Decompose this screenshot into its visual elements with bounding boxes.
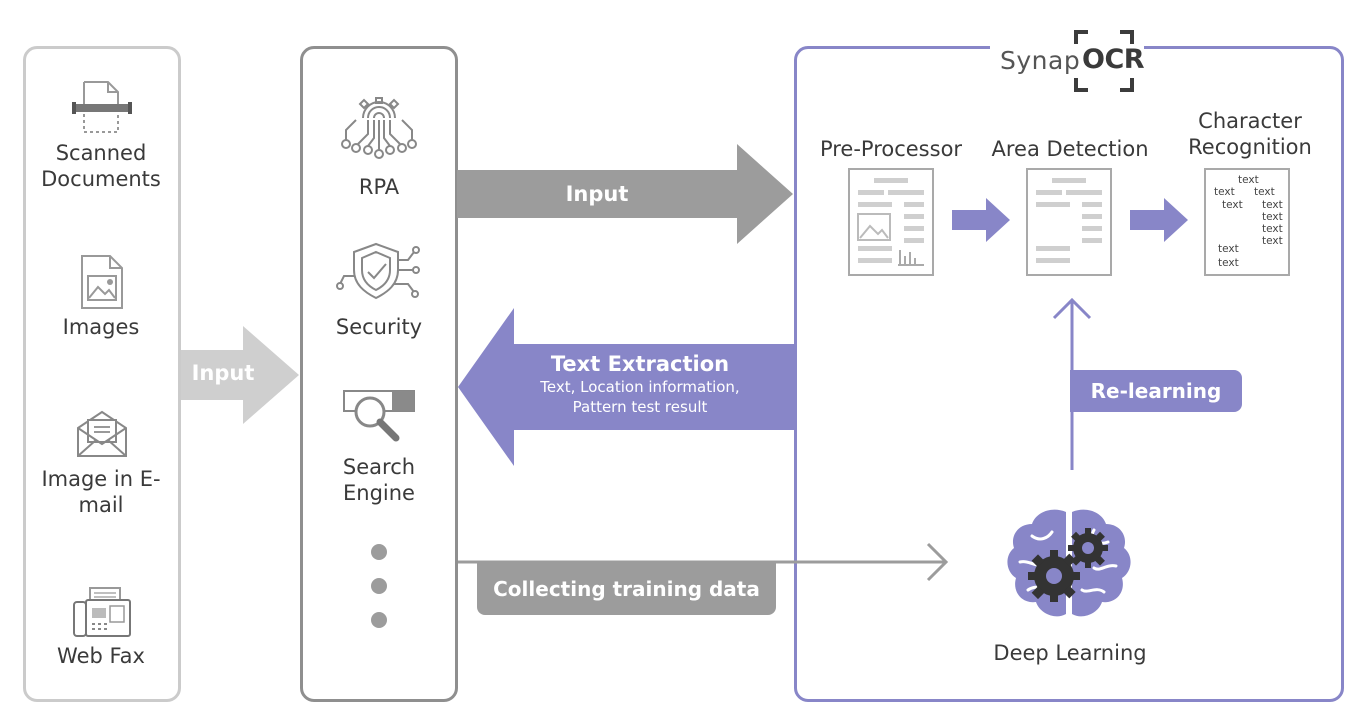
step-character-recognition-label: Character Recognition bbox=[1188, 109, 1312, 159]
system-security-label: Security bbox=[335, 315, 423, 339]
collecting-line-arrow bbox=[458, 542, 949, 582]
text-extraction-line1: Text, Location information, bbox=[540, 378, 740, 396]
step-preprocessor-label: Pre-Processor bbox=[819, 137, 963, 161]
system-search-label: Search Engine bbox=[342, 455, 416, 505]
logo-prefix: Synap bbox=[1000, 46, 1081, 75]
character-recognition-document bbox=[1204, 168, 1290, 276]
input-arrow-top-label: Input bbox=[565, 182, 629, 206]
recognized-text-7: text bbox=[1262, 223, 1283, 235]
recognized-text-5: text bbox=[1262, 199, 1283, 211]
recognized-text-10: text bbox=[1218, 257, 1239, 269]
recognized-text-3: text bbox=[1254, 186, 1275, 198]
input-arrow-left-label: Input bbox=[191, 361, 255, 385]
ellipsis-dot-3 bbox=[371, 612, 387, 628]
source-scanned-label: Scanned Documents bbox=[41, 141, 161, 191]
text-extraction-arrow bbox=[458, 308, 795, 466]
source-email-text: Image in E-mail bbox=[41, 467, 161, 517]
security-shield-icon bbox=[336, 242, 420, 300]
source-email-label: Image in E-mail bbox=[36, 466, 166, 518]
ellipsis-dot-2 bbox=[371, 578, 387, 594]
text-extraction-title: Text Extraction bbox=[550, 352, 730, 376]
collecting-training-label: Collecting training data bbox=[477, 563, 776, 615]
synap-ocr-panel bbox=[794, 46, 1344, 702]
recognized-text-8: text bbox=[1262, 235, 1283, 247]
step-arrow-1 bbox=[952, 198, 1010, 242]
search-magnifier-icon bbox=[343, 390, 415, 442]
input-arrow-top bbox=[457, 144, 793, 244]
email-icon bbox=[77, 410, 127, 457]
source-fax-label: Web Fax bbox=[57, 644, 145, 668]
logo-bracket-icon bbox=[1074, 30, 1134, 92]
recognized-text-4: text bbox=[1222, 199, 1243, 211]
image-file-icon bbox=[81, 255, 123, 309]
system-rpa-label: RPA bbox=[358, 175, 400, 199]
source-images-label: Images bbox=[62, 315, 140, 339]
input-arrow-left bbox=[181, 326, 299, 424]
recognized-text-2: text bbox=[1214, 186, 1235, 198]
relearning-label: Re-learning bbox=[1070, 370, 1242, 412]
step-arrow-2 bbox=[1130, 198, 1188, 242]
logo-suffix: OCR bbox=[1082, 44, 1145, 75]
rpa-gear-icon bbox=[341, 97, 417, 159]
step-area-detection-label: Area Detection bbox=[991, 137, 1149, 161]
deep-learning-brain-icon bbox=[1007, 509, 1131, 617]
recognized-text-6: text bbox=[1262, 211, 1283, 223]
deep-learning-label: Deep Learning bbox=[993, 641, 1147, 665]
preprocessor-document-icon bbox=[848, 168, 934, 276]
scanner-icon bbox=[72, 81, 132, 133]
recognized-text-1: text bbox=[1238, 174, 1259, 186]
fax-icon bbox=[73, 587, 131, 637]
synap-ocr-logo: Synap OCR bbox=[990, 30, 1145, 92]
text-extraction-line2: Pattern test result bbox=[572, 398, 708, 416]
recognized-text-9: text bbox=[1218, 243, 1239, 255]
area-detection-document-icon bbox=[1026, 168, 1112, 276]
ellipsis-dot-1 bbox=[371, 544, 387, 560]
